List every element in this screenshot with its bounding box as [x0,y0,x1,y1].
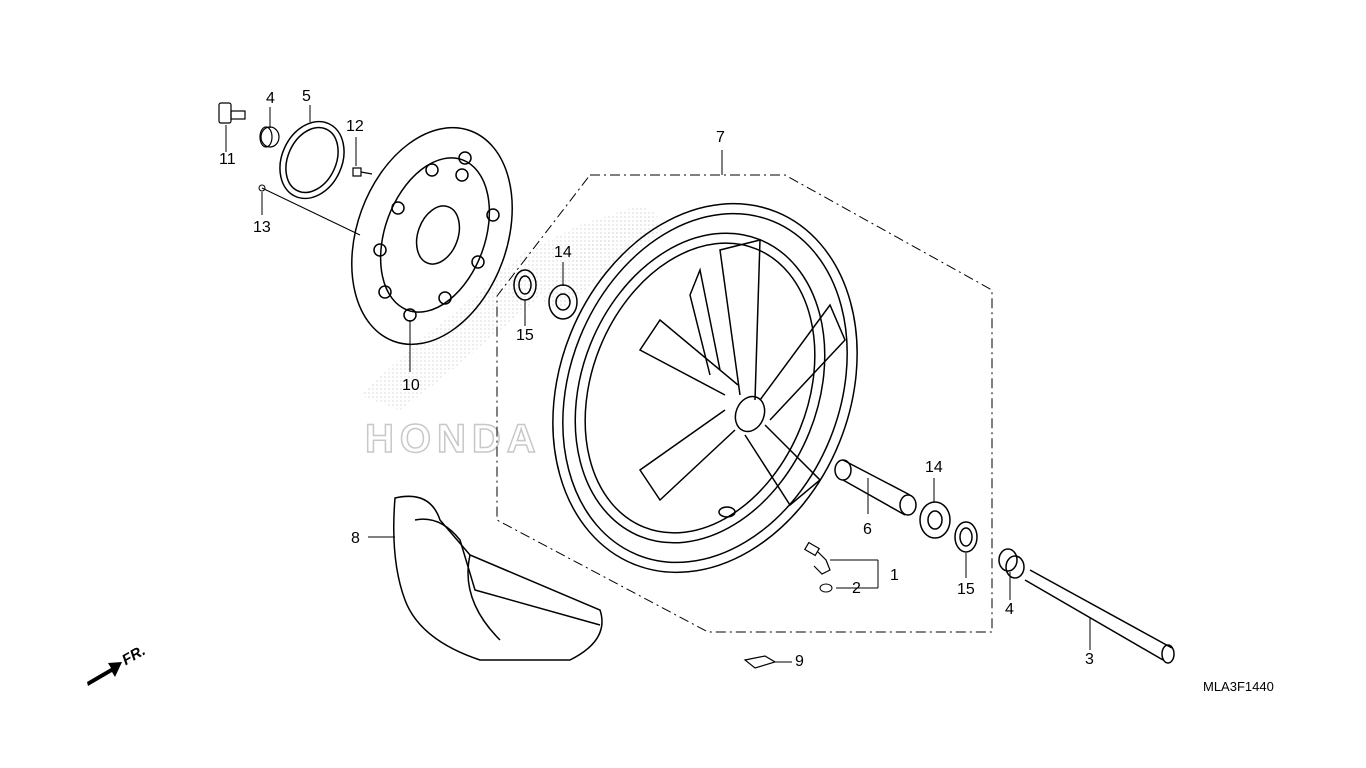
watermark-text: HONDA [365,417,542,461]
callout-10: 10 [402,377,420,394]
callout-4-right: 4 [1005,601,1014,618]
bolt-11 [218,102,246,124]
seal-15-right [954,521,978,553]
callout-8: 8 [351,530,360,547]
callout-6: 6 [863,521,872,538]
callout-11: 11 [219,151,236,168]
callout-15-right: 15 [957,581,975,598]
callout-3: 3 [1085,651,1094,668]
callout-14-right: 14 [925,459,943,476]
bearing-14-right [919,501,951,539]
callout-2: 2 [852,580,861,597]
collar-4-left [259,126,280,148]
callout-9: 9 [795,653,804,670]
callout-14-left: 14 [554,244,572,261]
wheel-rim [552,202,858,574]
callout-15-left: 15 [516,327,534,344]
callout-5: 5 [302,88,311,105]
collar-4-right [998,548,1025,579]
leader-lines [225,105,1091,663]
diagram-reference-code: MLA3F1440 [1203,679,1274,694]
axle-3 [1024,569,1175,664]
callout-1: 1 [890,567,899,584]
spacer-6 [834,459,917,516]
pulser-ring-5 [279,120,345,200]
front-arrow-icon [87,662,122,686]
honda-watermark [360,205,665,410]
callout-13: 13 [253,219,271,236]
brake-disc [351,126,513,346]
assembly-outline [496,174,993,633]
o-ring-2 [819,583,833,593]
screw-13 [258,184,266,192]
callout-7: 7 [716,129,725,146]
screw-12 [352,167,373,177]
valve-1 [803,541,831,575]
tyre [393,495,603,661]
callout-4-left: 4 [266,90,275,107]
callout-12: 12 [346,118,364,135]
balance-weight-9 [743,655,777,669]
